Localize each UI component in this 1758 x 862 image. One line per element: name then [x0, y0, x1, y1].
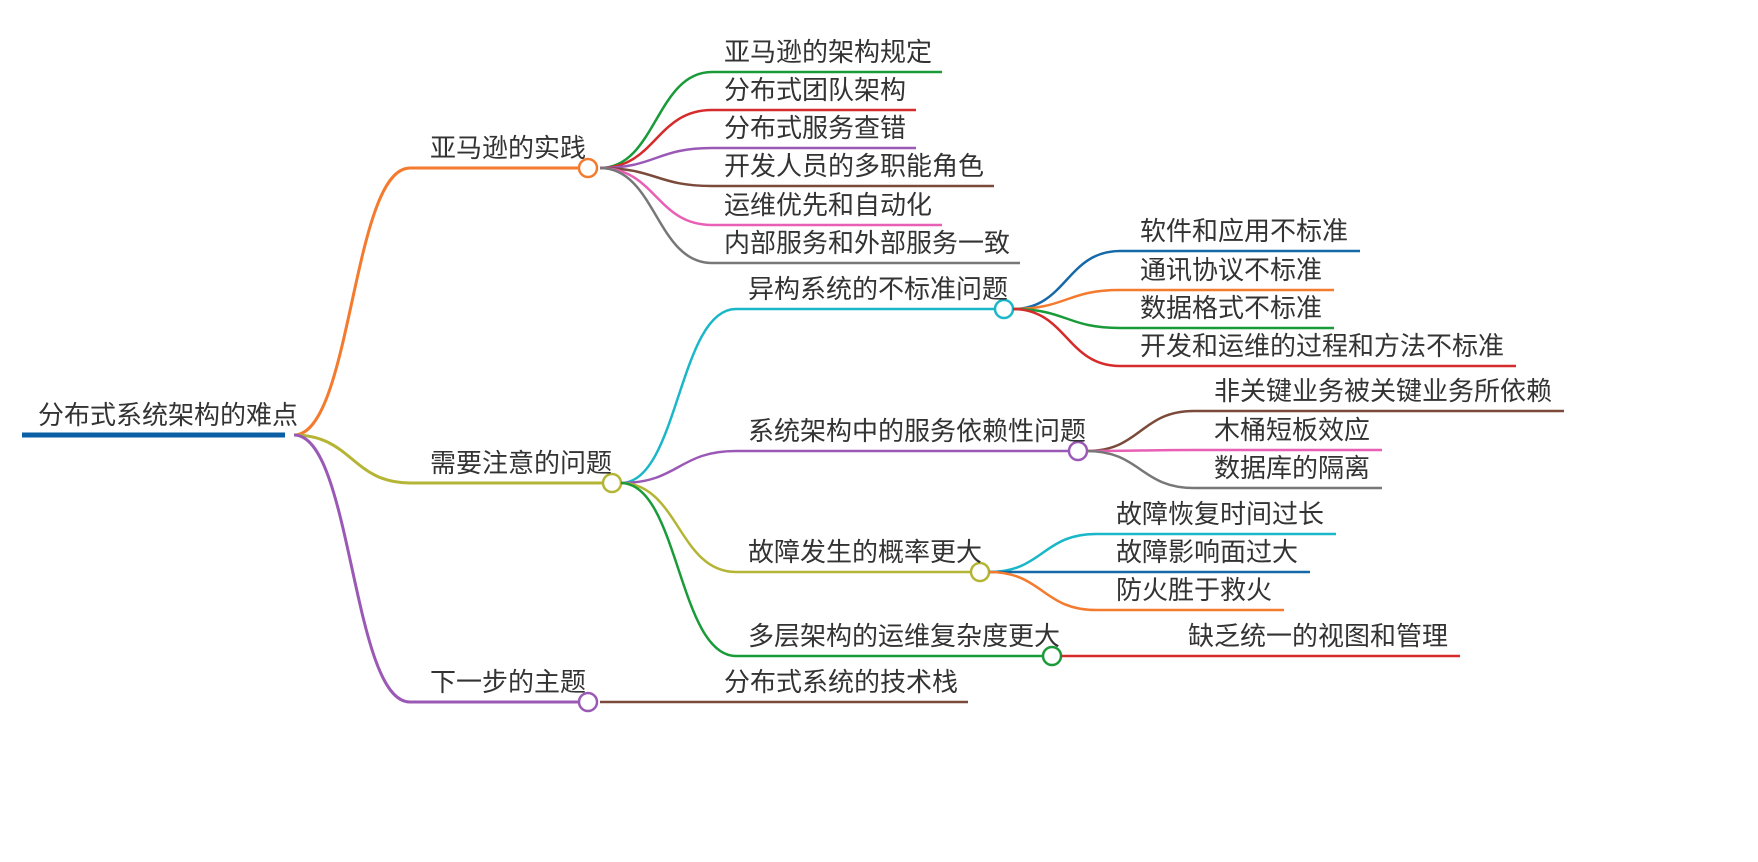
subtopic-link	[620, 481, 737, 574]
subtopic-link	[620, 449, 737, 485]
leaf-link	[1086, 409, 1195, 453]
leaf-link	[1086, 448, 1195, 453]
leaf-topic: 数据格式不标准	[1140, 294, 1323, 324]
subtopic: 多层架构的运维复杂度更大	[748, 622, 1061, 652]
subtopic-link	[599, 108, 713, 170]
branch-node[interactable]	[577, 691, 599, 713]
subtopic: 开发人员的多职能角色	[724, 152, 985, 182]
leaf-link	[1012, 288, 1121, 311]
subtopic: 系统架构中的服务依赖性问题	[748, 417, 1087, 447]
subtopic: 亚马逊的架构规定	[724, 38, 933, 68]
branch-topic: 需要注意的问题	[430, 449, 613, 479]
branch-topic: 下一步的主题	[430, 668, 587, 698]
subtopic-link	[599, 146, 713, 170]
branch-link	[293, 433, 411, 704]
leaf-topic: 故障影响面过大	[1116, 538, 1299, 568]
leaf-link	[1012, 249, 1121, 311]
subtopic: 故障发生的概率更大	[748, 538, 983, 568]
leaf-topic: 开发和运维的过程和方法不标准	[1140, 332, 1505, 362]
leaf-topic: 防火胜于救火	[1116, 576, 1273, 606]
branch-link	[293, 433, 411, 485]
leaf-link	[1086, 449, 1195, 490]
subtopic: 内部服务和外部服务一致	[724, 229, 1011, 259]
leaf-link	[988, 570, 1097, 612]
subtopic: 分布式服务查错	[724, 114, 907, 144]
subtopic-link	[599, 166, 713, 265]
branch-link	[293, 166, 411, 437]
leaf-topic: 通讯协议不标准	[1140, 256, 1323, 286]
leaf-topic: 数据库的隔离	[1214, 454, 1371, 484]
leaf-topic: 非关键业务被关键业务所依赖	[1214, 377, 1553, 407]
leaf-topic: 木桶短板效应	[1214, 416, 1371, 446]
branch-topic: 亚马逊的实践	[430, 134, 587, 164]
leaf-topic: 缺乏统一的视图和管理	[1188, 622, 1449, 652]
branch-node[interactable]	[577, 157, 599, 179]
subtopic: 异构系统的不标准问题	[748, 275, 1009, 305]
leaf-topic: 软件和应用不标准	[1140, 217, 1349, 247]
subtopic: 分布式系统的技术栈	[724, 668, 959, 698]
subtopic-link	[599, 70, 713, 170]
leaf-topic: 故障恢复时间过长	[1116, 500, 1325, 530]
leaf-link	[1012, 307, 1121, 368]
subtopic: 运维优先和自动化	[724, 191, 933, 221]
subtopic-link	[620, 481, 737, 658]
subtopic: 分布式团队架构	[724, 76, 907, 106]
leaf-link	[988, 532, 1097, 574]
subtopic-link	[620, 307, 737, 485]
root-topic: 分布式系统架构的难点	[38, 401, 299, 431]
